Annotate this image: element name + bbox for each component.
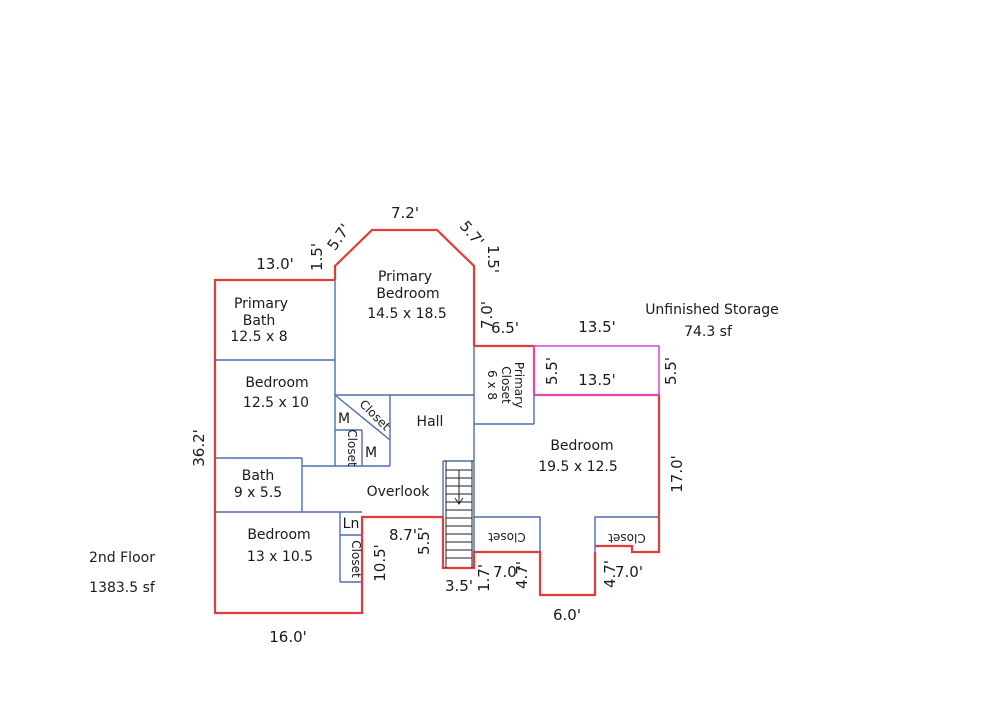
overlook-label: Overlook [367, 484, 431, 500]
dim-7-0-a: 7.0' [493, 563, 521, 581]
dim-13-0: 13.0' [256, 255, 294, 273]
dim-4-7-b: 4.7' [601, 560, 619, 588]
dim-4-7-a: 4.7' [513, 561, 531, 589]
dim-5-7-left: 5.7' [324, 221, 355, 254]
bath-size: 9 x 5.5 [234, 485, 282, 501]
primary-bedroom-label-1: Primary [378, 269, 432, 285]
primary-bath-label-2: Bath [243, 313, 276, 329]
floor-info: 2nd Floor 1383.5 sf [89, 550, 156, 596]
bedroom-2-size: 13 x 10.5 [247, 549, 313, 565]
wall-closet-right-outline [594, 516, 659, 552]
bedroom-3-label: Bedroom [550, 438, 613, 454]
ln-label: Ln [343, 516, 360, 532]
dim-17-0: 17.0' [668, 455, 686, 493]
floor-area: 1383.5 sf [89, 580, 156, 596]
interior-walls [215, 280, 659, 583]
primary-closet-size: 6 x 8 [485, 370, 499, 400]
dim-5-5-right: 5.5' [662, 357, 680, 385]
m2-label: M [365, 445, 377, 461]
closet-small-label: Closet [345, 429, 359, 467]
room-labels: Primary Bedroom 14.5 x 18.5 Primary Bath… [230, 269, 778, 578]
exterior-wall-primary-bay [333, 228, 476, 346]
primary-closet-label-2: Closet [499, 366, 513, 404]
primary-bath-size: 12.5 x 8 [230, 329, 287, 345]
dim-6-5: 6.5' [491, 319, 519, 337]
exterior-wall-west [213, 278, 443, 615]
dim-10-5: 10.5' [371, 544, 389, 582]
closet-right-label: Closet [608, 531, 646, 545]
dim-1-7: 1.7' [475, 564, 493, 592]
m1-label: M [338, 411, 350, 427]
dim-13-5-inner: 13.5' [578, 371, 616, 389]
dim-8-7: 8.7' [389, 526, 417, 544]
floor-name: 2nd Floor [89, 550, 155, 566]
unfinished-storage-outline [533, 345, 660, 396]
wall-closet-diag [334, 394, 391, 441]
dim-16-0: 16.0' [269, 628, 307, 646]
primary-bath-label-1: Primary [234, 296, 288, 312]
dim-13-5-top: 13.5' [578, 318, 616, 336]
closet-bed2-label: Closet [349, 540, 363, 578]
dim-1-5-right: 1.5' [484, 245, 502, 273]
closet-left-label: Closet [488, 530, 526, 544]
wall-closet-left-outline [474, 516, 541, 552]
dim-6-0: 6.0' [553, 606, 581, 624]
dimension-labels: 7.2' 5.7' 5.7' 1.5' 1.5' 13.0' 36.2' 16.… [190, 204, 686, 646]
dim-7-0-b: 7.0' [615, 563, 643, 581]
dim-5-7-right: 5.7' [456, 217, 488, 250]
primary-closet-label-1: Primary [512, 362, 526, 408]
bedroom-1-label: Bedroom [245, 375, 308, 391]
unfinished-storage-label: Unfinished Storage [645, 302, 779, 318]
hall-label: Hall [417, 414, 444, 430]
exterior-wall-south-bump [441, 517, 597, 597]
bath-label: Bath [242, 468, 275, 484]
bedroom-1-size: 12.5 x 10 [243, 395, 309, 411]
dim-7-2: 7.2' [391, 204, 419, 222]
dim-7-0-vert: 7.0' [478, 301, 496, 329]
dim-5-5-stair: 5.5' [415, 527, 433, 555]
dim-3-5: 3.5' [445, 577, 473, 595]
primary-bedroom-label-2: Bedroom [376, 286, 439, 302]
dim-5-5-left: 5.5' [543, 357, 561, 385]
storage-walls [533, 345, 660, 396]
staircase [445, 461, 473, 568]
bedroom-3-size: 19.5 x 12.5 [538, 459, 618, 475]
dim-36-2: 36.2' [190, 429, 208, 467]
bedroom-2-label: Bedroom [247, 527, 310, 543]
primary-bedroom-size: 14.5 x 18.5 [367, 306, 447, 322]
unfinished-storage-area: 74.3 sf [684, 324, 733, 340]
dim-1-5-left: 1.5' [308, 243, 326, 271]
